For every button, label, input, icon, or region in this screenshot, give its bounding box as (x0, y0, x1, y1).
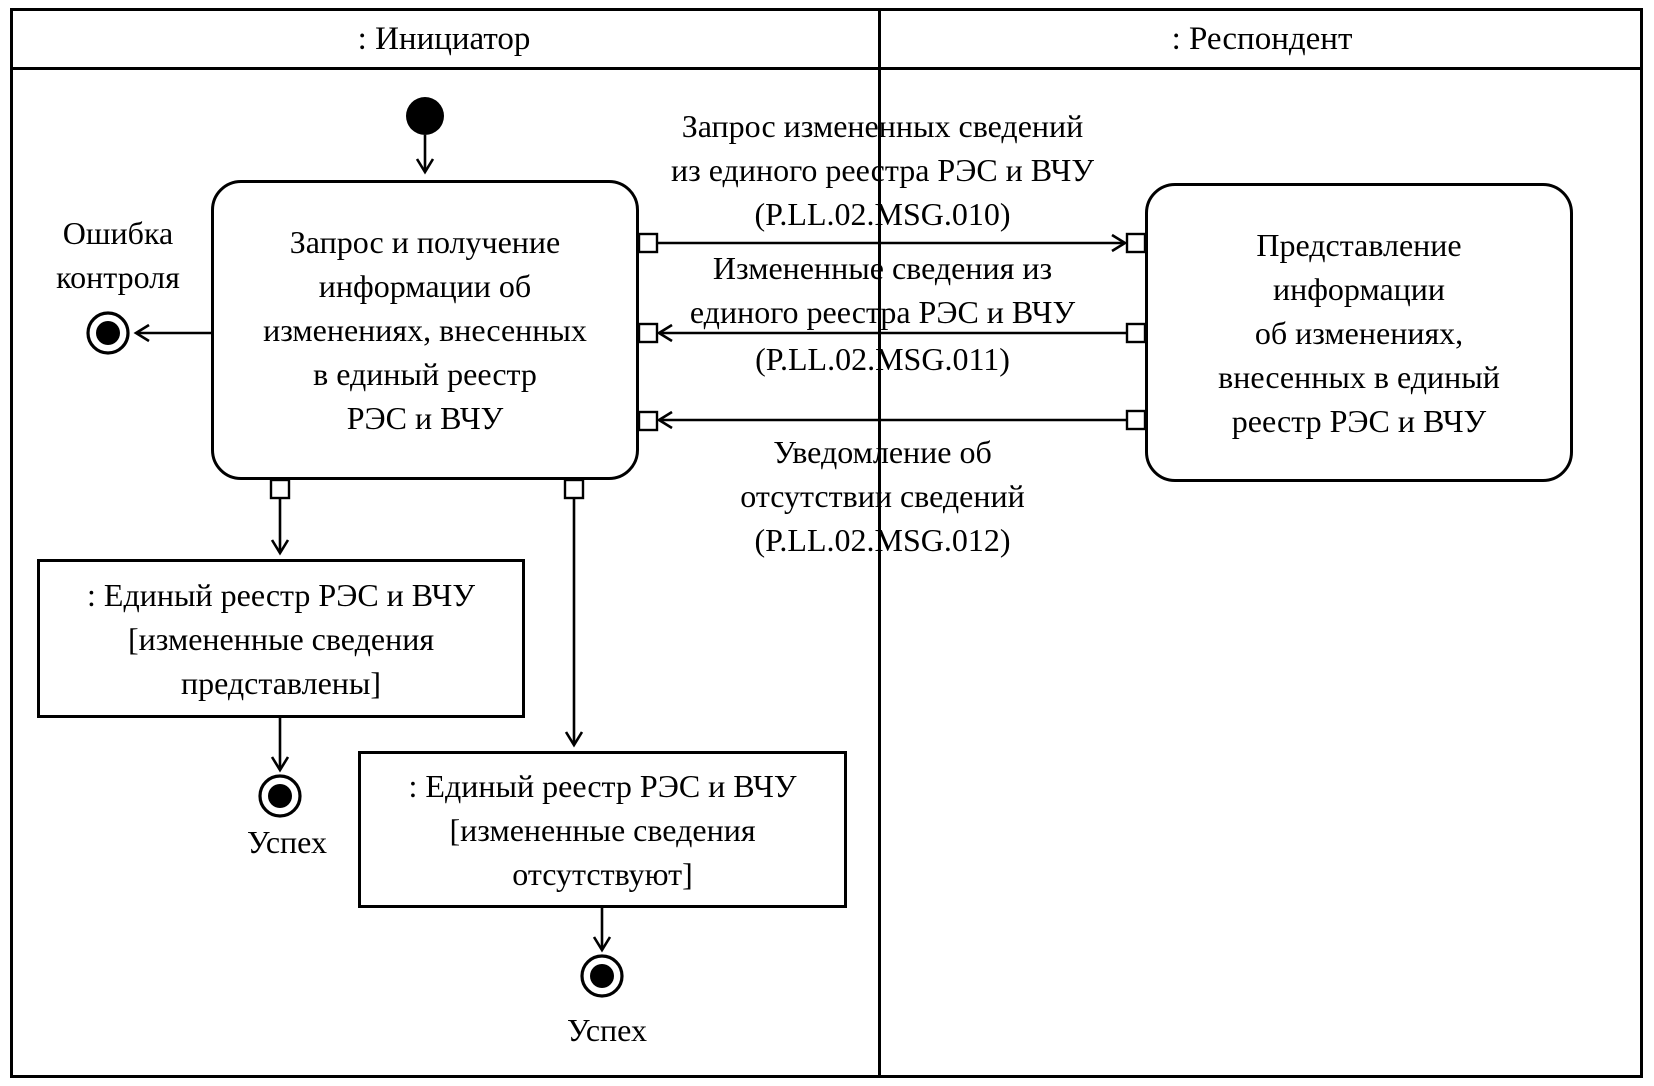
message-label-msg011-id: (P.LL.02.MSG.011) (755, 341, 1010, 377)
pin-out-absent (563, 478, 585, 500)
lane-title-respondent: : Респондент (881, 8, 1643, 70)
activity-provide-info: Представление информации об изменениях, … (1145, 183, 1573, 482)
object-registry-provided: : Единый реестр РЭС и ВЧУ [измененные св… (37, 559, 525, 718)
success-node-2-core (590, 964, 614, 988)
pin-out-msg012 (1125, 409, 1147, 431)
message-label-msg012: Уведомление об отсутствии сведений (P.LL… (740, 434, 1025, 558)
lane-title-initiator-text: : Инициатор (357, 20, 531, 57)
initial-node-circle (406, 97, 444, 135)
activity-provide-info-text: Представление информации об изменениях, … (1218, 226, 1500, 439)
pin-in-msg012 (637, 410, 659, 432)
lane-title-respondent-text: : Респондент (1171, 20, 1353, 57)
message-label-msg010: Запрос измененных сведений из единого ре… (671, 108, 1094, 232)
object-registry-absent-text: : Единый реестр РЭС и ВЧУ [измененные св… (408, 767, 797, 892)
success-terminal-label-1: Успех (247, 824, 327, 860)
lane-divider (878, 8, 881, 1078)
error-node-core (96, 321, 120, 345)
initial-node (406, 97, 444, 175)
lane-title-initiator: : Инициатор (10, 8, 878, 70)
lane-header-row (10, 8, 1643, 70)
message-label-msg011: Измененные сведения из единого реестра Р… (689, 250, 1076, 330)
diagram-frame (10, 8, 1643, 1078)
activity-request-info: Запрос и получение информации об изменен… (211, 180, 639, 480)
pin-out-provided (269, 478, 291, 500)
object-registry-absent: : Единый реестр РЭС и ВЧУ [измененные св… (358, 751, 847, 908)
object-registry-provided-text: : Единый реестр РЭС и ВЧУ [измененные св… (87, 576, 475, 701)
success-terminal-label-2: Успех (567, 1012, 647, 1048)
initiator-activity-pins (269, 232, 659, 500)
success-node-1-core (268, 784, 292, 808)
flow-provided-branch (258, 498, 302, 818)
error-terminal-label: Ошибка контроля (56, 215, 180, 295)
activity-request-info-text: Запрос и получение информации об изменен… (263, 224, 587, 436)
error-final-node (86, 311, 211, 355)
flow-absent-branch (564, 498, 624, 998)
